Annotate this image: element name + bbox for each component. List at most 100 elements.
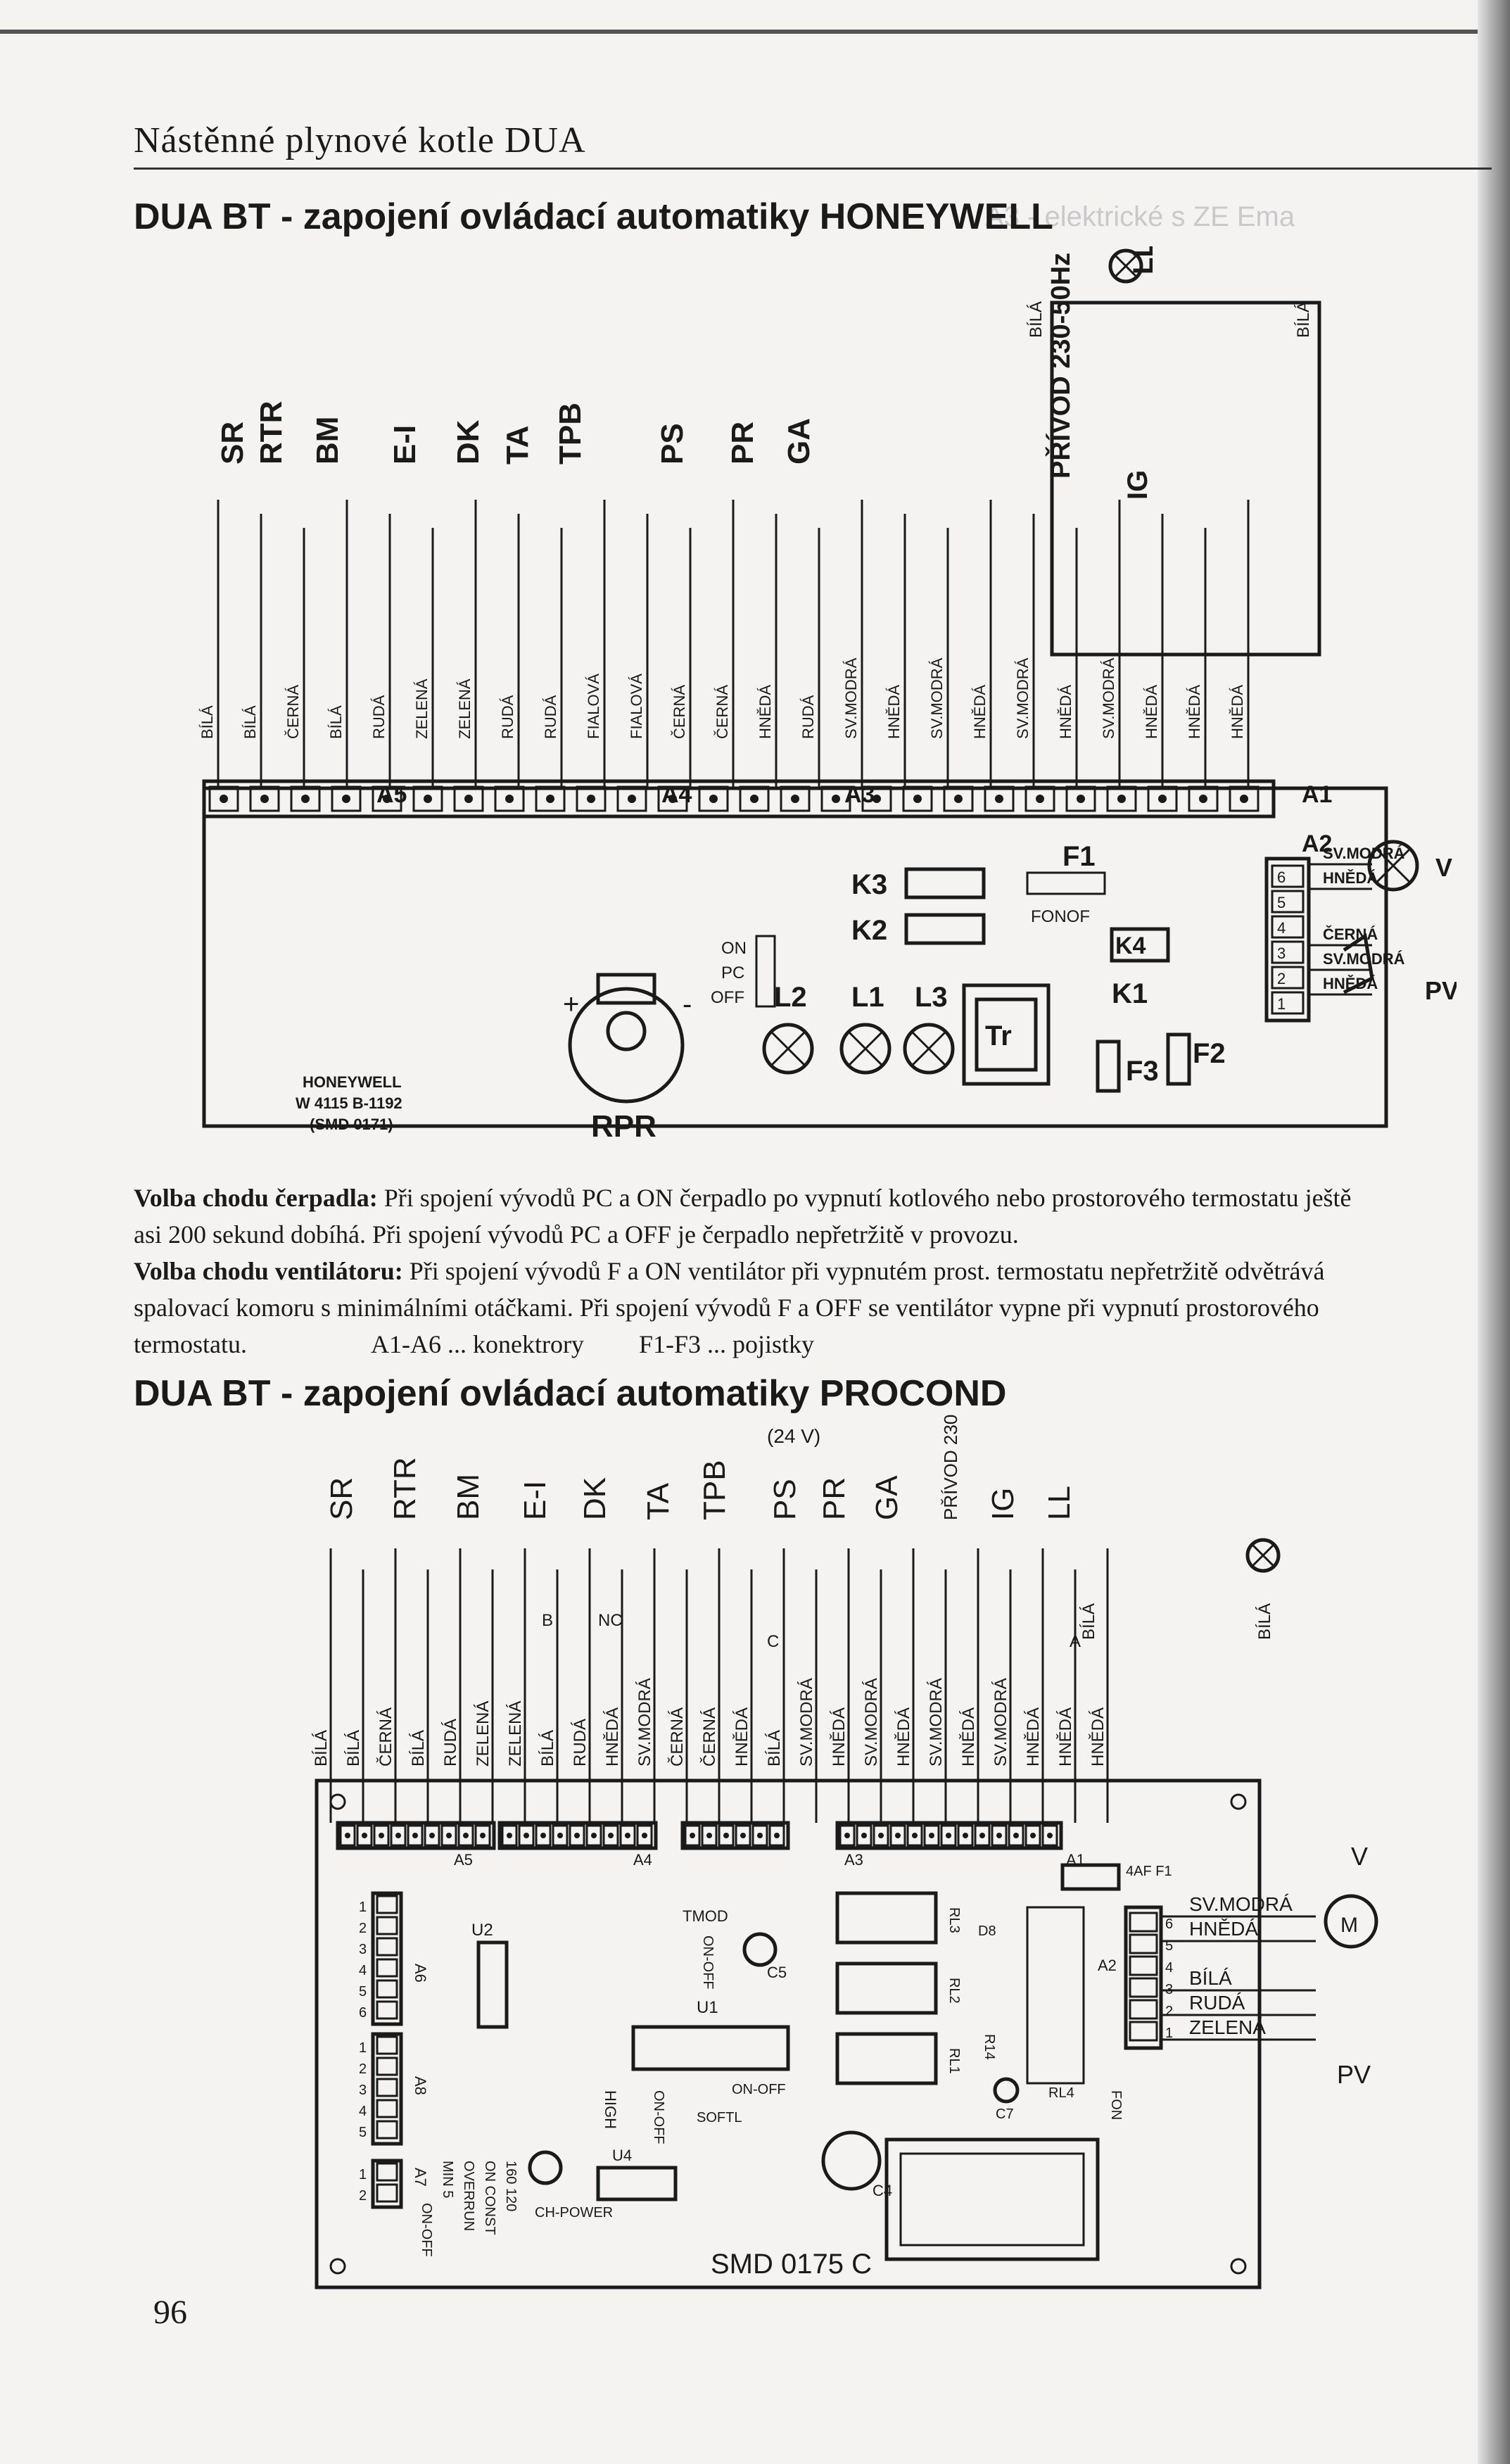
a2-terminal xyxy=(1271,940,1305,964)
switch-pc-label: PC xyxy=(721,964,744,983)
section1-title: DUA BT - zapojení ovládací automatiky HO… xyxy=(134,196,1053,237)
wire-color-label: RUDÁ xyxy=(441,1719,460,1767)
ch-power-label: CH-POWER xyxy=(535,2205,613,2220)
terminal xyxy=(923,1824,940,1847)
component-label-ps: PS xyxy=(655,423,690,465)
component-label-dk: DK xyxy=(451,419,486,465)
terminal-pin xyxy=(750,795,759,803)
wire-color-label: HNĚDÁ xyxy=(1024,1707,1043,1767)
wire-color-label: BÍLÁ xyxy=(409,1730,428,1767)
terminal-pin xyxy=(301,795,310,803)
terminal xyxy=(873,1824,889,1847)
a2-terminal-number: 6 xyxy=(1165,1916,1173,1932)
notes-block: Volba chodu čerpadla: Při spojení vývodů… xyxy=(134,1180,1471,1363)
fuse-f2: F2 xyxy=(1193,1038,1226,1069)
component-label-přívod-230v: PŘÍVOD 230V xyxy=(940,1415,961,1520)
wire-color-label: HNĚDÁ xyxy=(1143,685,1160,739)
high-label: HIGH xyxy=(602,2090,619,2129)
led-label: L1 xyxy=(851,982,884,1013)
connectors-legend: A1-A6 ... konektrory xyxy=(370,1330,584,1358)
page-edge-shadow xyxy=(1478,0,1510,2464)
transformer-tr: Tr xyxy=(985,1021,1012,1051)
switch-off-label: OFF xyxy=(711,988,744,1007)
tmod-label: TMOD xyxy=(683,1907,728,1925)
wire-color-label: SV.MODRÁ xyxy=(991,1678,1010,1767)
fan-mode-text: Při spojení vývodů F a ON ventilátor při… xyxy=(409,1257,1325,1285)
pressure-switch-symbol xyxy=(1343,933,1374,994)
svg-text:+: + xyxy=(563,989,579,1020)
terminal-pin xyxy=(1240,795,1248,803)
softl-label: SOFTL xyxy=(697,2110,742,2125)
wire-color-label: SV.MODRÁ xyxy=(927,1678,946,1767)
wire-color-label: ZELENÁ xyxy=(413,678,431,739)
wire-color-label: ČERNÁ xyxy=(713,685,731,739)
fan-mode-text-3: termostatu. xyxy=(134,1330,247,1358)
terminal xyxy=(535,1824,552,1847)
terminal-pin xyxy=(260,795,269,803)
terminal xyxy=(701,1824,718,1847)
rpr-label: RPR xyxy=(591,1109,656,1144)
terminal-pin xyxy=(873,795,881,803)
pin-number: 4 xyxy=(359,2104,367,2119)
component-label-ta: TA xyxy=(641,1482,675,1520)
honeywell-model-label: HONEYWELL xyxy=(303,1073,402,1091)
pin-number: 2 xyxy=(359,1921,367,1936)
connector-a1: A1 xyxy=(1302,781,1332,808)
led-label: L3 xyxy=(915,982,948,1013)
pump-mode-text: Při spojení vývodů PC a ON čerpadlo po v… xyxy=(383,1184,1352,1212)
relay-contact-label: C xyxy=(767,1632,779,1651)
terminal-pin xyxy=(505,795,514,803)
diode-d8: D8 xyxy=(978,1923,996,1939)
terminal xyxy=(619,1824,636,1847)
terminal xyxy=(602,1824,619,1847)
rpr-potentiometer: + - xyxy=(563,973,692,1104)
terminal xyxy=(1024,1824,1041,1847)
pin-number: 4 xyxy=(359,1963,367,1978)
connector-a5: A5 xyxy=(376,781,407,808)
capacitor-c5: C5 xyxy=(767,1964,787,1981)
page-number: 96 xyxy=(153,2294,187,2331)
svg-text:-: - xyxy=(683,989,692,1020)
terminal xyxy=(768,1824,785,1847)
jumper-label: ON CONST xyxy=(482,2161,497,2235)
capacitor-c4: C4 xyxy=(873,2182,892,2199)
relay-contact-label: NC xyxy=(598,1611,623,1630)
relay-rl1: RL1 xyxy=(946,2048,962,2074)
fuse-f3: F3 xyxy=(1126,1056,1159,1087)
terminal-pin xyxy=(342,795,350,803)
pin-number: 5 xyxy=(359,2125,367,2140)
fan-wire-label: RUDÁ xyxy=(1189,1992,1245,2014)
wire-color-label: SV.MODRÁ xyxy=(797,1678,816,1767)
connector-a4: A4 xyxy=(633,1851,652,1869)
header-rule xyxy=(134,168,1492,170)
fan-motor-symbol xyxy=(1367,840,1419,892)
relay-k1: K1 xyxy=(1112,978,1148,1009)
terminal-pin xyxy=(954,795,963,803)
wire-color-label: ČERNÁ xyxy=(671,685,688,739)
board-model-label: SMD 0175 C xyxy=(711,2249,872,2280)
component-label-ig: IG xyxy=(1122,470,1153,500)
chip-u2: U2 xyxy=(471,1921,493,1940)
a2-terminal-number: 5 xyxy=(1165,1938,1173,1954)
component-label-bm: BM xyxy=(310,417,345,465)
wire-color-label: HNĚDÁ xyxy=(959,1707,978,1767)
led-symbol xyxy=(762,1023,814,1075)
fuse-f1: 4AF F1 xyxy=(1126,1864,1172,1879)
terminal xyxy=(424,1824,440,1847)
wire-color-label: SV.MODRÁ xyxy=(1100,657,1117,739)
component-label-pr: PR xyxy=(817,1477,851,1520)
wire-color-label: SV.MODRÁ xyxy=(928,657,946,739)
terminal-pin xyxy=(1036,795,1044,803)
terminal xyxy=(339,1824,356,1847)
terminal-pin xyxy=(791,795,799,803)
wire-color-label: BÍLÁ xyxy=(538,1730,557,1767)
connector-a5: A5 xyxy=(454,1851,473,1869)
fan-wire-label: SV.MODRÁ xyxy=(1189,1893,1293,1915)
terminal-pin xyxy=(546,795,554,803)
pin-number: 6 xyxy=(359,2005,367,2021)
terminal xyxy=(552,1824,569,1847)
honeywell-model-label: (SMD 0171) xyxy=(310,1116,393,1133)
terminal xyxy=(751,1824,768,1847)
a2-terminal-number: 6 xyxy=(1277,868,1286,886)
pump-mode-heading: Volba chodu čerpadla: xyxy=(134,1184,378,1212)
